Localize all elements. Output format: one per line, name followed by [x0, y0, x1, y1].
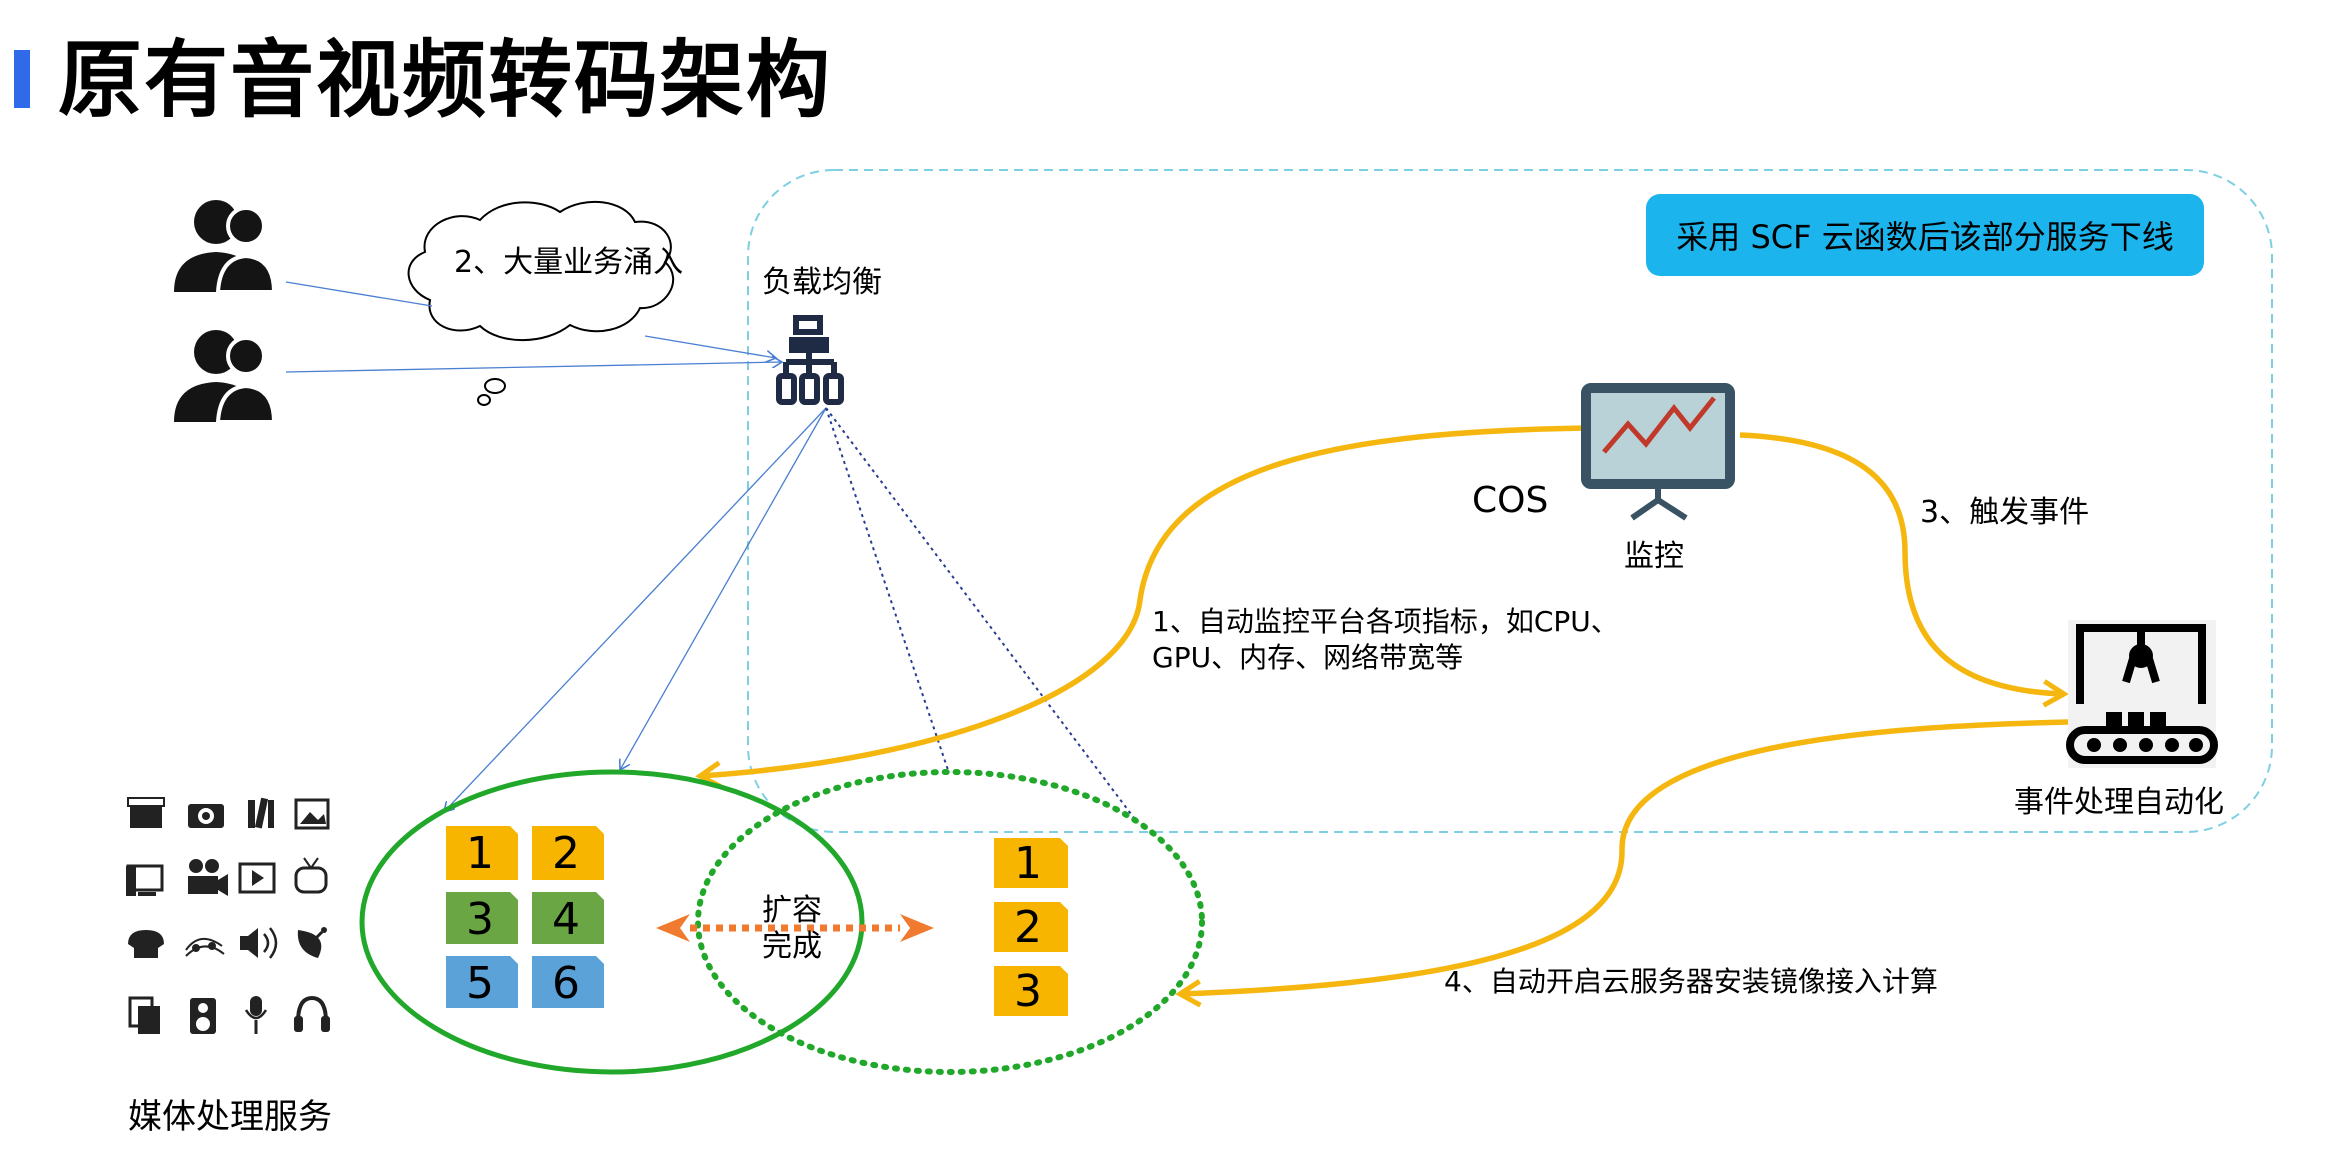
camera-icon [188, 804, 224, 828]
tile-label: 5 [466, 958, 494, 1009]
tile-label: 3 [466, 894, 494, 945]
microphone-icon [244, 996, 268, 1034]
metrics-label-line1: 1、自动监控平台各项指标，如CPU、 [1152, 605, 1619, 638]
trigger-arrow [1739, 432, 2069, 708]
cloud-icon [407, 200, 675, 406]
auto-start-arrow [1175, 719, 2069, 1008]
server-group-left-circle [359, 769, 865, 1075]
speaker-volume-icon [240, 927, 278, 959]
metrics-arrow [695, 425, 1587, 789]
metrics-label-line2: GPU、内存、网络带宽等 [1152, 641, 1464, 674]
satellite-dish-icon [297, 927, 327, 958]
server-tiles-left: 1 2 3 4 5 6 [446, 826, 604, 1009]
telephone-icon [128, 930, 164, 958]
tile-label: 1 [1014, 838, 1042, 889]
tile-label: 2 [1014, 902, 1042, 953]
music-notes-icon [185, 938, 225, 957]
scale-complete-label-line1: 扩容 [762, 893, 822, 928]
desktop-icon [126, 864, 164, 896]
hierarchy-icon [776, 315, 844, 405]
users-icon [174, 200, 277, 424]
monitor-label: 监控 [1624, 539, 1684, 574]
image-icon [294, 798, 330, 830]
scale-complete-label-line2: 完成 [762, 929, 822, 964]
robot-arm-conveyor-icon [2066, 620, 2218, 768]
media-service-label: 媒体处理服务 [128, 1097, 332, 1137]
headphones-icon [294, 995, 330, 1032]
tile-label: 4 [552, 894, 580, 945]
cos-label: COS [1472, 480, 1549, 521]
tile-label: 3 [1014, 966, 1042, 1017]
books-icon [248, 797, 274, 829]
load-balancer-label: 负载均衡 [762, 265, 882, 300]
video-player-icon [238, 862, 276, 894]
server-group-right-circle [695, 769, 1205, 1075]
loudspeaker-icon [190, 998, 216, 1034]
page-title: 原有音视频转码架构 [58, 31, 833, 129]
tile-label: 6 [552, 958, 580, 1009]
cloud-region-boundary [747, 169, 2273, 833]
projector-icon [188, 859, 228, 896]
documents-icon [128, 996, 160, 1034]
monitor-chart-icon [1581, 383, 1735, 521]
scf-banner: 采用 SCF 云函数后该部分服务下线 [1646, 194, 2204, 276]
tile-label: 1 [466, 828, 494, 879]
title-accent-bar [14, 50, 30, 108]
trigger-event-label: 3、触发事件 [1920, 495, 2090, 530]
server-tiles-right: 1 2 3 [994, 838, 1068, 1017]
tv-icon [294, 857, 328, 894]
clapperboard-icon [127, 797, 165, 828]
auto-start-label: 4、自动开启云服务器安装镜像接入计算 [1444, 965, 1938, 998]
scale-out-arrow [656, 914, 934, 942]
tile-label: 2 [552, 828, 580, 879]
media-icons-grid [126, 797, 330, 1034]
business-influx-label: 2、大量业务涌入 [454, 245, 684, 280]
event-automation-label: 事件处理自动化 [2014, 785, 2224, 820]
